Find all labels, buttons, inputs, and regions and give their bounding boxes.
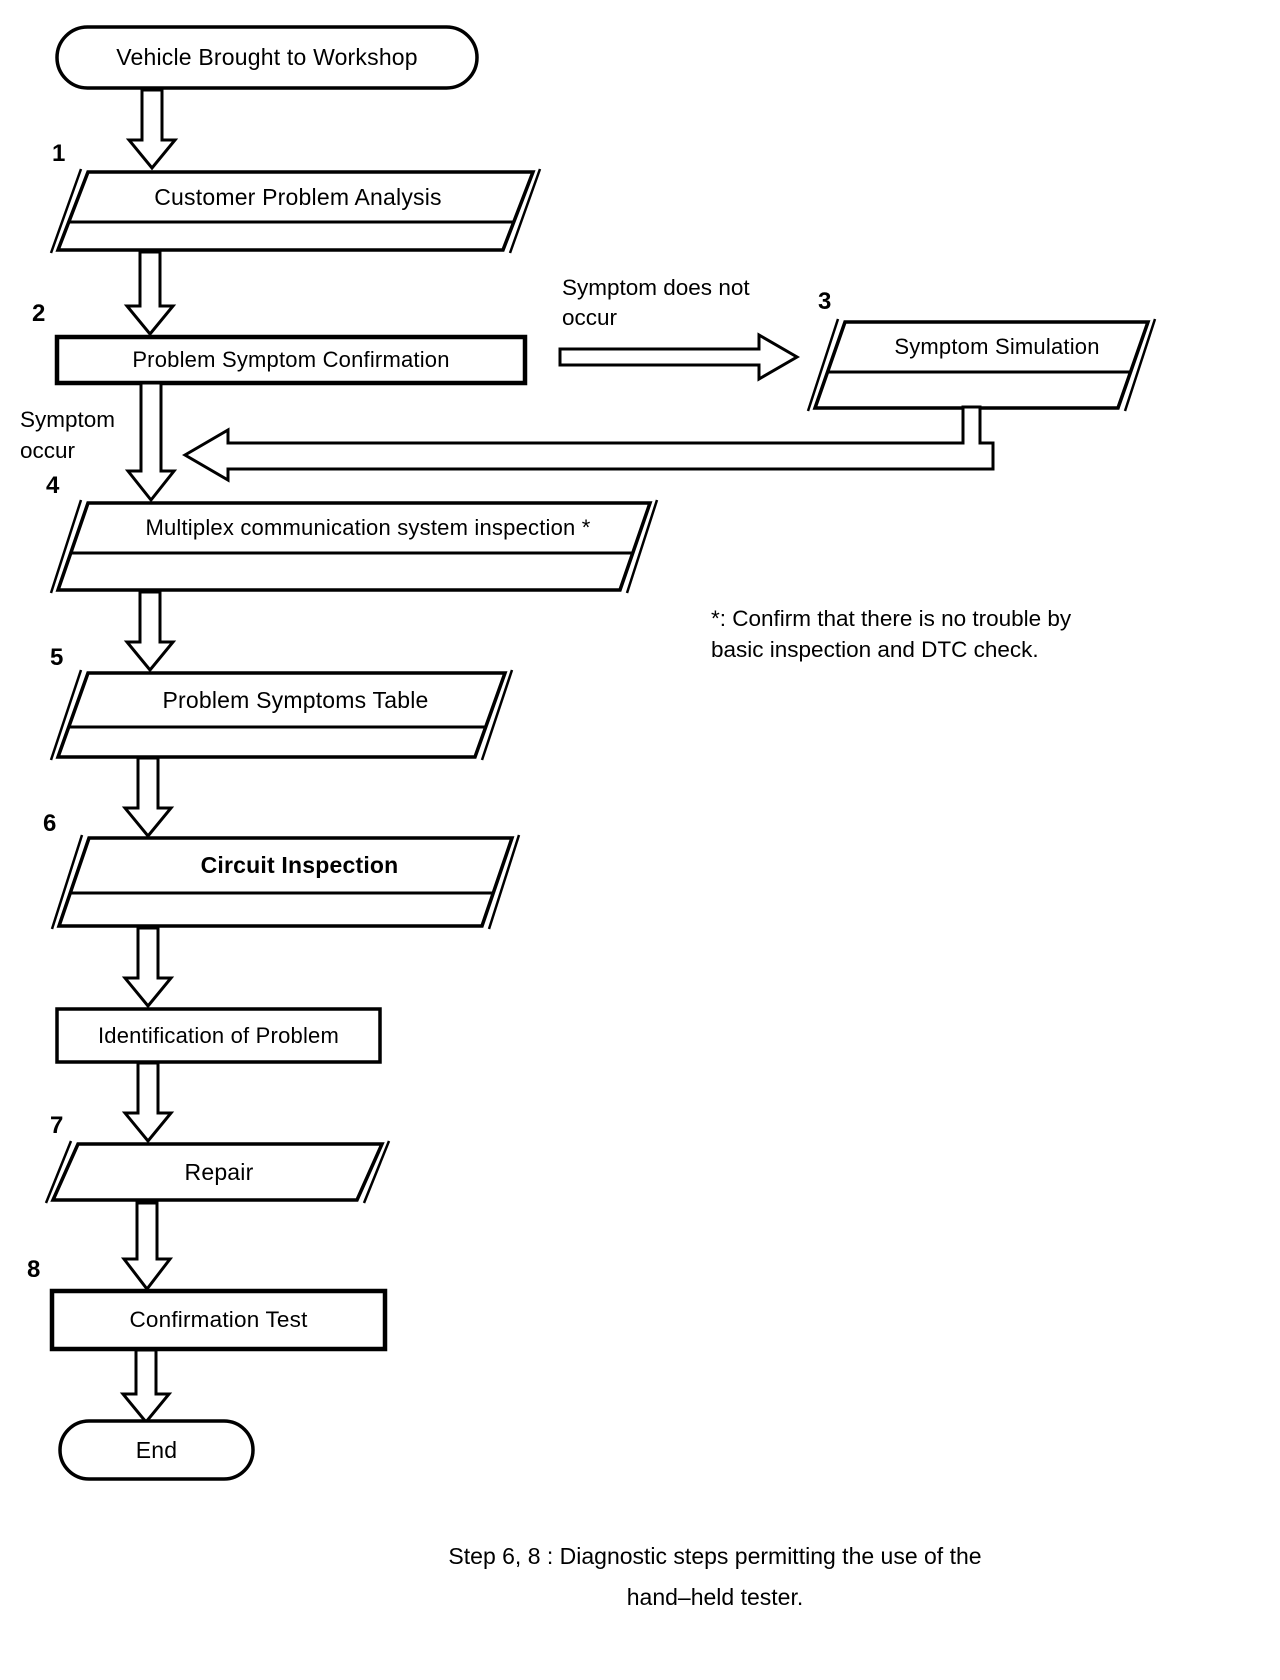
step-3-label: Symptom Simulation — [894, 334, 1100, 359]
step-1-number: 1 — [52, 140, 66, 167]
step-2-process-box — [54, 334, 528, 386]
edge-label-line: occur — [20, 438, 76, 463]
step-5-parallelogram — [49, 669, 514, 761]
step-4-label: Multiplex communication system inspectio… — [145, 515, 591, 540]
arrow-6-to-identification — [121, 926, 175, 1009]
edge-label-line: Symptom does not — [562, 275, 750, 300]
step-7-number: 7 — [50, 1112, 64, 1139]
end-label: End — [135, 1436, 178, 1463]
edge-label-line: occur — [562, 305, 618, 330]
step-7-parallelogram — [44, 1140, 391, 1204]
caption: Step 6, 8 : Diagnostic steps permitting … — [320, 1536, 1110, 1618]
arrow-5-to-6 — [121, 756, 175, 839]
step-8-process-box — [49, 1288, 388, 1352]
return-arrow-3-to-4 — [182, 405, 995, 483]
caption-line: Step 6, 8 : Diagnostic steps permitting … — [448, 1543, 982, 1569]
step-5-left-slant-accent — [49, 669, 83, 761]
arrow-2-to-3 — [558, 332, 800, 382]
arrow-2-to-4 — [124, 381, 178, 503]
step-3-right-slant-accent — [1123, 318, 1157, 412]
step-5-number: 5 — [50, 644, 64, 671]
step-4-number: 4 — [46, 472, 60, 499]
step-3-number: 3 — [818, 288, 832, 315]
step-6-parallelogram — [50, 834, 521, 930]
step-4-right-slant-accent — [625, 499, 659, 594]
arrow-1-to-2 — [123, 250, 177, 337]
step-6-number: 6 — [43, 810, 57, 837]
start-terminator-shape — [55, 25, 479, 90]
end-terminator-shape — [58, 1419, 255, 1481]
step-4-left-slant-accent — [49, 499, 83, 594]
start-label: Vehicle Brought to Workshop — [116, 44, 418, 70]
step-5-right-slant-accent — [480, 669, 514, 761]
step-1-left-slant-accent — [49, 168, 83, 254]
step-1-parallelogram — [49, 168, 542, 254]
edge-label-symptom-occur: Symptom occur — [20, 404, 115, 466]
step-2-number: 2 — [32, 300, 46, 327]
step-5-label: Problem Symptoms Table — [162, 686, 429, 713]
step-8-number: 8 — [27, 1256, 41, 1283]
footnote-line: basic inspection and DTC check. — [711, 637, 1039, 662]
step-7-label: Repair — [184, 1158, 254, 1185]
arrow-identification-to-7 — [121, 1061, 175, 1144]
step-1-right-slant-accent — [508, 168, 542, 254]
step-6-right-slant-accent — [487, 834, 521, 930]
step-4-parallelogram — [49, 499, 659, 594]
step-7-right-slant-accent — [362, 1140, 391, 1204]
edge-label-line: Symptom — [20, 407, 116, 432]
footnote-line: *: Confirm that there is no trouble by — [711, 606, 1072, 631]
arrow-4-to-5 — [123, 590, 177, 673]
step-8-label: Confirmation Test — [129, 1307, 308, 1332]
step-2-label: Problem Symptom Confirmation — [132, 347, 450, 372]
identification-label: Identification of Problem — [97, 1022, 340, 1048]
step-3-left-slant-accent — [806, 318, 840, 412]
step-6-label: Circuit Inspection — [200, 852, 399, 878]
step-6-left-slant-accent — [50, 834, 84, 930]
arrow-7-to-8 — [120, 1201, 174, 1292]
edge-label-symptom-does-not-occur: Symptom does not occur — [562, 273, 750, 333]
step-3-parallelogram — [806, 318, 1157, 412]
arrow-8-to-end — [119, 1348, 173, 1425]
caption-line: hand–held tester. — [626, 1584, 804, 1610]
step-1-label: Customer Problem Analysis — [154, 183, 442, 210]
step-7-left-slant-accent — [44, 1140, 73, 1204]
arrow-start-to-1 — [125, 88, 179, 171]
identification-process-box — [55, 1007, 382, 1064]
footnote: *: Confirm that there is no trouble by b… — [711, 603, 1071, 665]
